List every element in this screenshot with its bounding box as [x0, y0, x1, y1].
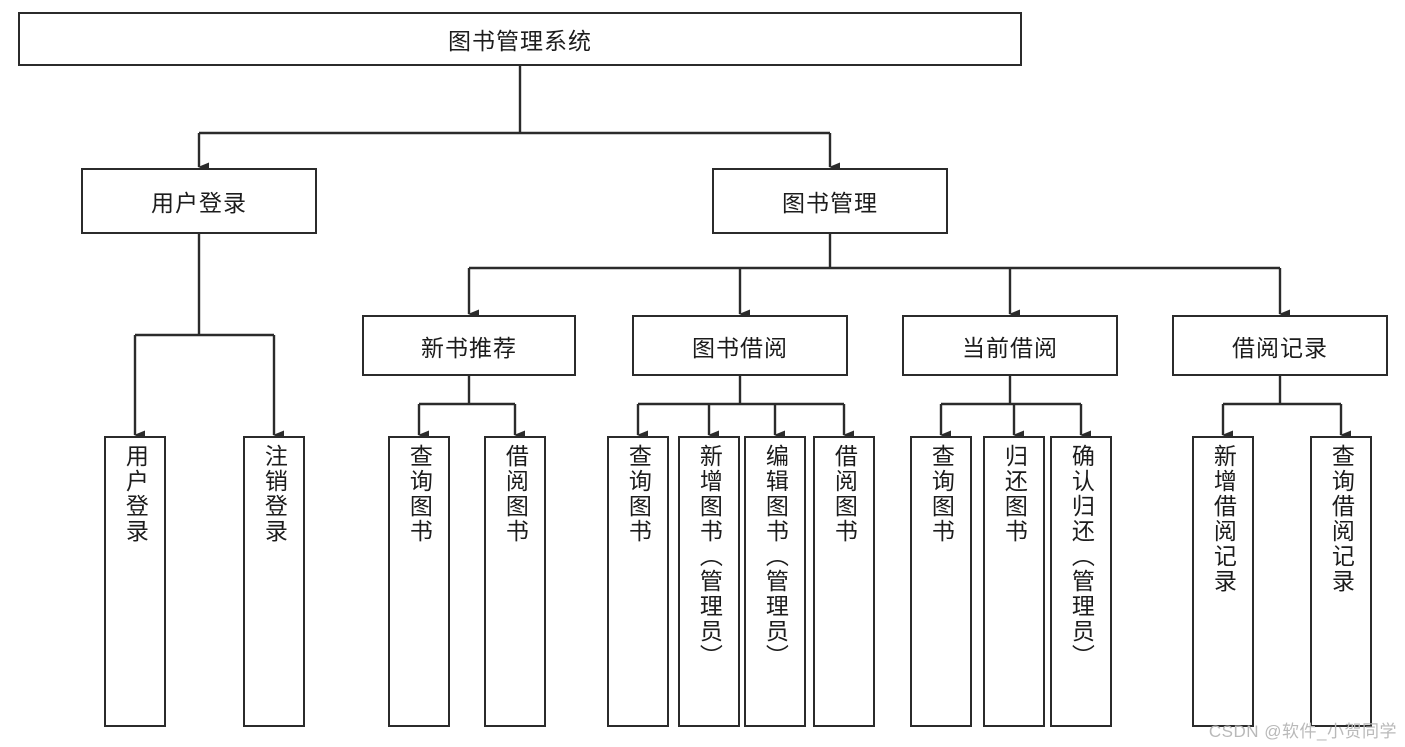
- node-c1[interactable]: 查询图书: [910, 436, 972, 727]
- node-label: 新增图书（管理员）: [696, 444, 723, 669]
- node-label: 图书管理: [782, 190, 878, 216]
- node-label: 用户登录: [151, 190, 247, 216]
- node-n1[interactable]: 查询图书: [388, 436, 450, 727]
- node-c2[interactable]: 归还图书: [983, 436, 1045, 727]
- node-root[interactable]: 图书管理系统: [18, 12, 1022, 66]
- node-r2[interactable]: 查询借阅记录: [1310, 436, 1372, 727]
- node-bookmgmt[interactable]: 图书管理: [712, 168, 948, 234]
- node-login[interactable]: 用户登录: [81, 168, 317, 234]
- node-b4[interactable]: 借阅图书: [813, 436, 875, 727]
- node-label: 查询图书: [928, 444, 955, 544]
- node-label: 借阅图书: [831, 444, 858, 544]
- node-label: 图书管理系统: [448, 28, 592, 54]
- node-newrec[interactable]: 新书推荐: [362, 315, 576, 376]
- node-label: 注销登录: [261, 444, 288, 544]
- node-label: 当前借阅: [962, 334, 1058, 361]
- node-label: 新书推荐: [421, 334, 517, 361]
- node-label: 借阅图书: [502, 444, 529, 544]
- node-label: 编辑图书（管理员）: [762, 444, 789, 669]
- node-b2[interactable]: 新增图书（管理员）: [678, 436, 740, 727]
- node-n2[interactable]: 借阅图书: [484, 436, 546, 727]
- node-label: 确认归还（管理员）: [1068, 444, 1095, 669]
- node-label: 图书借阅: [692, 334, 788, 361]
- node-label: 用户登录: [122, 444, 149, 544]
- node-c3[interactable]: 确认归还（管理员）: [1050, 436, 1112, 727]
- node-records[interactable]: 借阅记录: [1172, 315, 1388, 376]
- node-label: 查询借阅记录: [1328, 444, 1355, 594]
- node-b1[interactable]: 查询图书: [607, 436, 669, 727]
- node-label: 查询图书: [406, 444, 433, 544]
- node-label: 查询图书: [625, 444, 652, 544]
- node-l2[interactable]: 注销登录: [243, 436, 305, 727]
- node-b3[interactable]: 编辑图书（管理员）: [744, 436, 806, 727]
- node-borrow[interactable]: 图书借阅: [632, 315, 848, 376]
- node-l1[interactable]: 用户登录: [104, 436, 166, 727]
- node-current[interactable]: 当前借阅: [902, 315, 1118, 376]
- node-r1[interactable]: 新增借阅记录: [1192, 436, 1254, 727]
- node-label: 借阅记录: [1232, 334, 1328, 361]
- node-label: 新增借阅记录: [1210, 444, 1237, 594]
- node-label: 归还图书: [1001, 444, 1028, 544]
